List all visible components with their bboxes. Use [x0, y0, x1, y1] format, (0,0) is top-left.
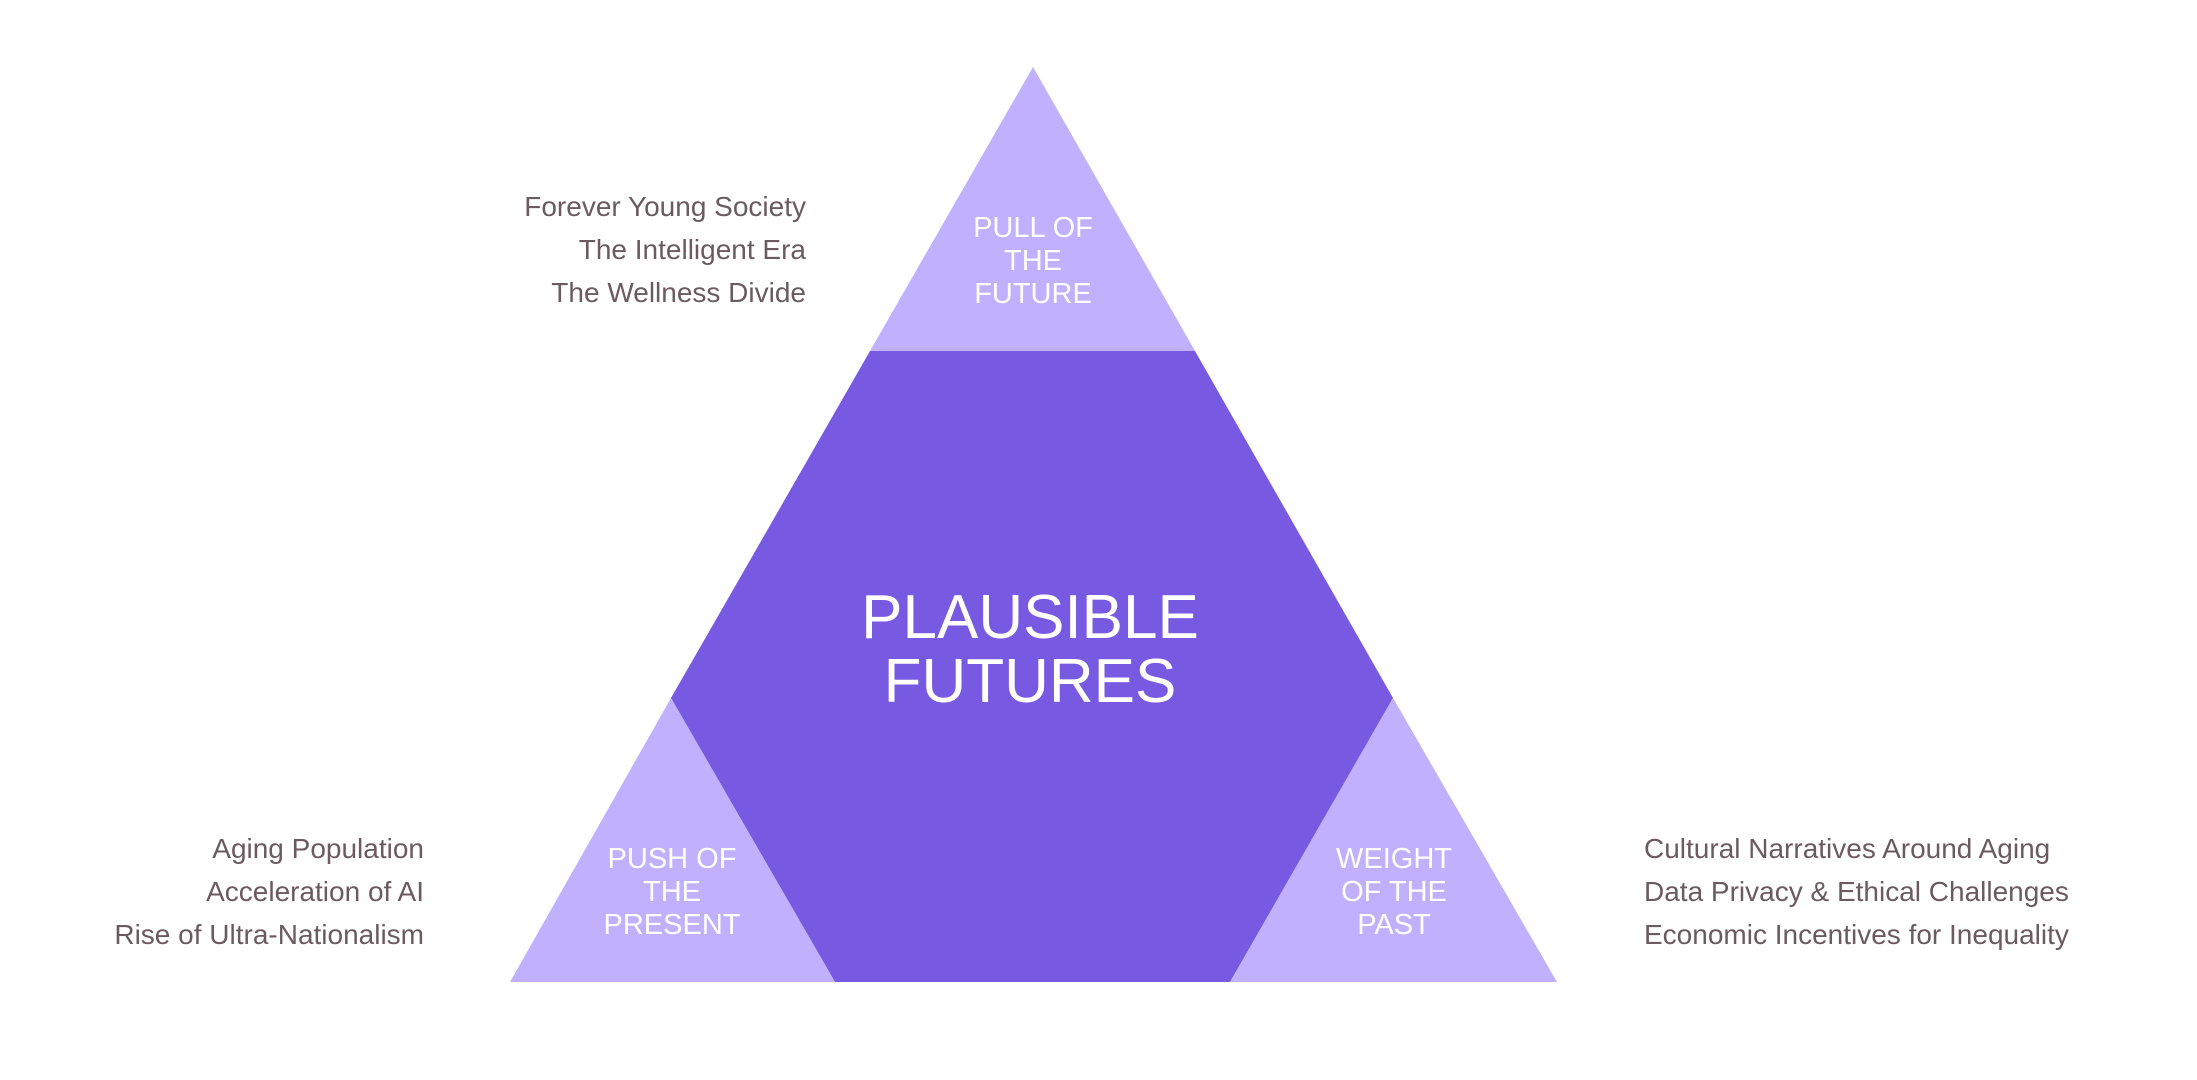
list-item: Economic Incentives for Inequality: [1644, 919, 2069, 950]
center-hexagon: [671, 351, 1393, 982]
future-drivers-list: Forever Young Society The Intelligent Er…: [524, 185, 806, 314]
bottom-left-label-line-3: PRESENT: [603, 909, 741, 941]
center-title: PLAUSIBLE FUTURES: [780, 586, 1280, 714]
list-item: Cultural Narratives Around Aging: [1644, 833, 2051, 864]
list-item: Forever Young Society: [524, 191, 806, 222]
top-label-line-3: FUTURE: [974, 278, 1092, 310]
bottom-left-corner-triangle: [510, 698, 835, 982]
top-corner-label: PULL OF THE FUTURE: [933, 212, 1133, 311]
bottom-left-corner-label: PUSH OF THE PRESENT: [572, 843, 772, 942]
present-drivers-list: Aging Population Acceleration of AI Rise…: [114, 827, 424, 956]
top-corner-triangle: [870, 67, 1195, 351]
list-item: Data Privacy & Ethical Challenges: [1644, 876, 2069, 907]
bottom-left-label-line-1: PUSH OF: [607, 843, 737, 875]
top-label-line-2: THE: [1004, 245, 1062, 277]
list-item: The Wellness Divide: [551, 277, 806, 308]
center-title-line-2: FUTURES: [883, 647, 1177, 716]
top-label-line-1: PULL OF: [973, 212, 1093, 244]
bottom-right-label-line-2: OF THE: [1341, 876, 1447, 908]
list-item: The Intelligent Era: [578, 234, 806, 265]
bottom-right-corner-label: WEIGHT OF THE PAST: [1294, 843, 1494, 942]
bottom-right-label-line-1: WEIGHT: [1336, 843, 1452, 875]
bottom-left-label-line-2: THE: [643, 876, 701, 908]
list-item: Acceleration of AI: [206, 876, 424, 907]
list-item: Aging Population: [212, 833, 424, 864]
bottom-right-label-line-3: PAST: [1357, 909, 1431, 941]
past-drivers-list: Cultural Narratives Around Aging Data Pr…: [1644, 827, 2069, 956]
center-title-line-1: PLAUSIBLE: [861, 583, 1199, 652]
bottom-right-corner-triangle: [1230, 698, 1557, 982]
list-item: Rise of Ultra-Nationalism: [114, 919, 424, 950]
